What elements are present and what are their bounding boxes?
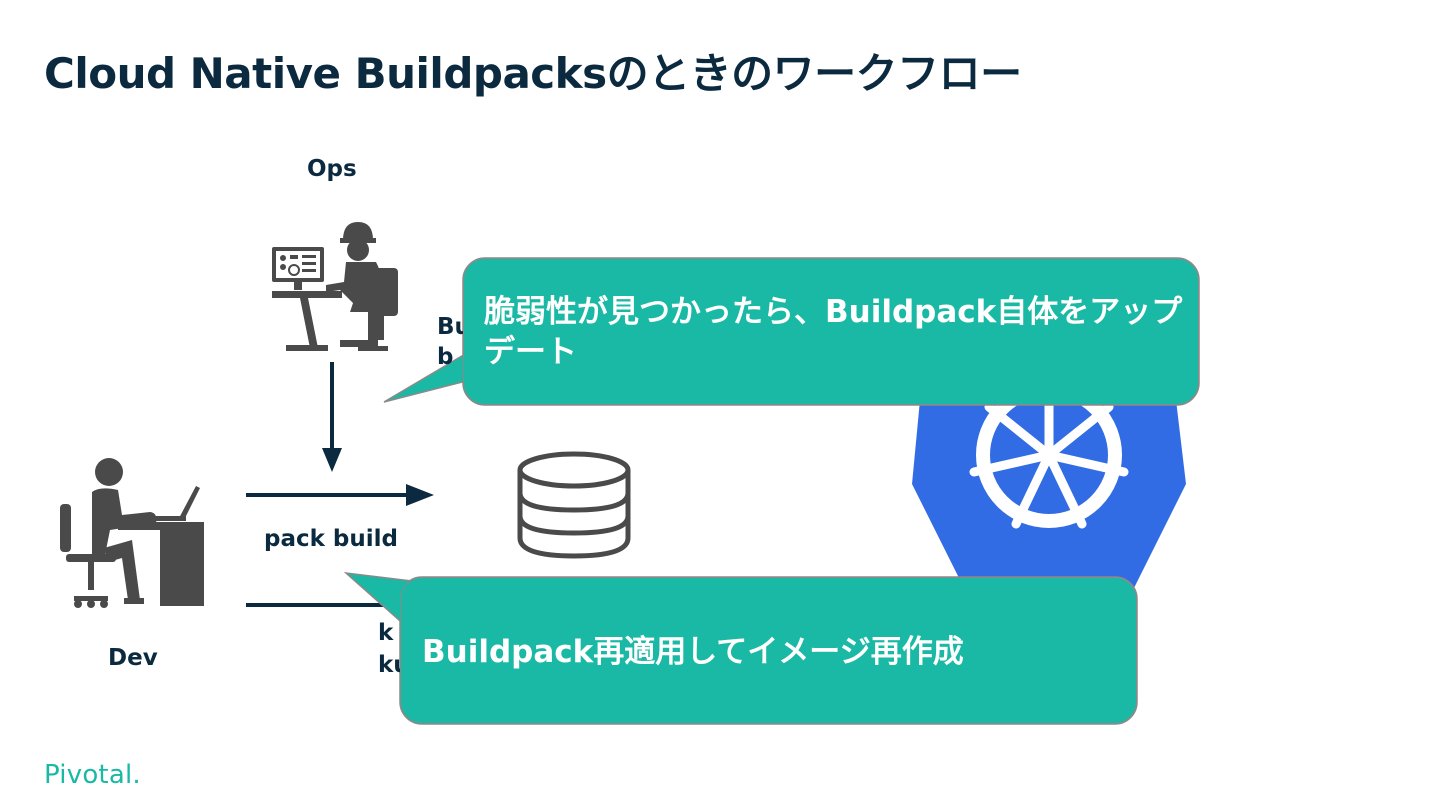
- ops-label: Ops: [307, 156, 357, 182]
- pivotal-logo: Pivotal.: [44, 760, 141, 790]
- bottom-callout-text: Buildpack再適用してイメージ再作成: [422, 634, 964, 670]
- ops-worker-icon: [272, 222, 398, 351]
- developer-icon: [60, 458, 204, 608]
- dev-label: Dev: [108, 645, 158, 671]
- partial-lower-label-line1: k: [378, 620, 394, 646]
- top-callout-text: 脆弱性が見つかったら、Buildpack自体をアップデート: [484, 294, 1183, 370]
- pack-build-label: pack build: [264, 526, 398, 552]
- slide-title: Cloud Native Buildpacksのときのワークフロー: [44, 49, 1022, 98]
- top-callout: 脆弱性が見つかったら、Buildpack自体をアップデート: [463, 258, 1199, 405]
- database-icon: [517, 451, 631, 559]
- bottom-callout: Buildpack再適用してイメージ再作成: [400, 577, 1137, 724]
- ops-down-arrow: [322, 362, 342, 472]
- partial-upper-label-line2: b: [437, 344, 454, 370]
- kubernetes-icon: [912, 373, 1186, 600]
- pack-build-arrow: [246, 484, 434, 506]
